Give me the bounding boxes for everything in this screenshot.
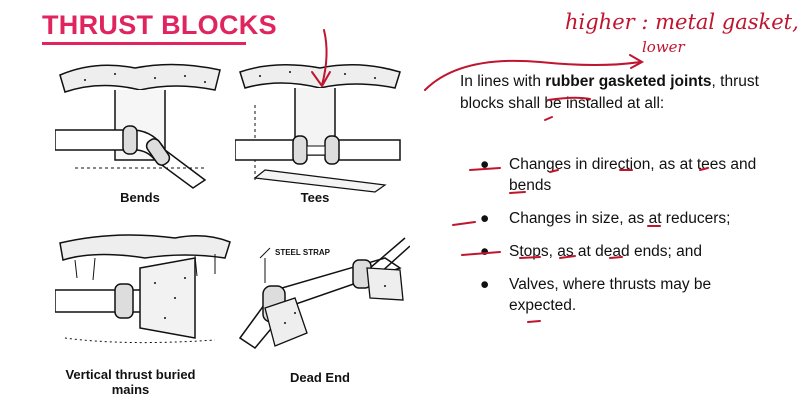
vertical-thrust-caption: Vertical thrust buried mains [65, 367, 196, 397]
tees-illustration [235, 64, 401, 193]
intro-text: In lines with rubber gasketed joints, th… [460, 71, 780, 115]
list-item: ● Valves, where thrusts may be expected. [480, 274, 780, 316]
intro-prefix: In lines with [460, 73, 546, 90]
list-item: ● Changes in direction, as at tees and be… [480, 154, 780, 196]
intro-suffix: , thrust blocks shall be installed at al… [460, 73, 759, 112]
title-underline [42, 42, 246, 45]
intro-bold: rubber gasketed joints [545, 73, 712, 90]
vertical-thrust-illustration [55, 234, 231, 344]
bullet-icon: ● [480, 210, 490, 227]
bends-caption: Bends [120, 190, 160, 205]
handwritten-note-lower: lower [642, 38, 685, 56]
bullet-icon: ● [480, 243, 490, 260]
list-item: ● Stops, as at dead ends; and [480, 241, 780, 262]
dead-end-caption: Dead End [290, 370, 350, 385]
bullet-icon: ● [480, 276, 490, 293]
bullet-text: Changes in size, as at reducers; [509, 210, 731, 227]
steel-strap-label: STEEL STRAP [275, 248, 331, 257]
bends-illustration [55, 63, 221, 189]
dead-end-illustration: STEEL STRAP [238, 237, 410, 349]
bullet-text: Valves, where thrusts may be expected. [509, 276, 712, 314]
slide-title: THRUST BLOCKS [42, 10, 277, 40]
handwritten-note-top: higher : metal gasket, [565, 10, 799, 34]
bullet-list: ● Changes in direction, as at tees and be… [480, 154, 780, 328]
tees-caption: Tees [300, 190, 330, 205]
bullet-text: Stops, as at dead ends; and [509, 243, 703, 260]
list-item: ● Changes in size, as at reducers; [480, 208, 780, 229]
bullet-text: Changes in direction, as at tees and ben… [509, 156, 757, 194]
bullet-icon: ● [480, 156, 490, 173]
